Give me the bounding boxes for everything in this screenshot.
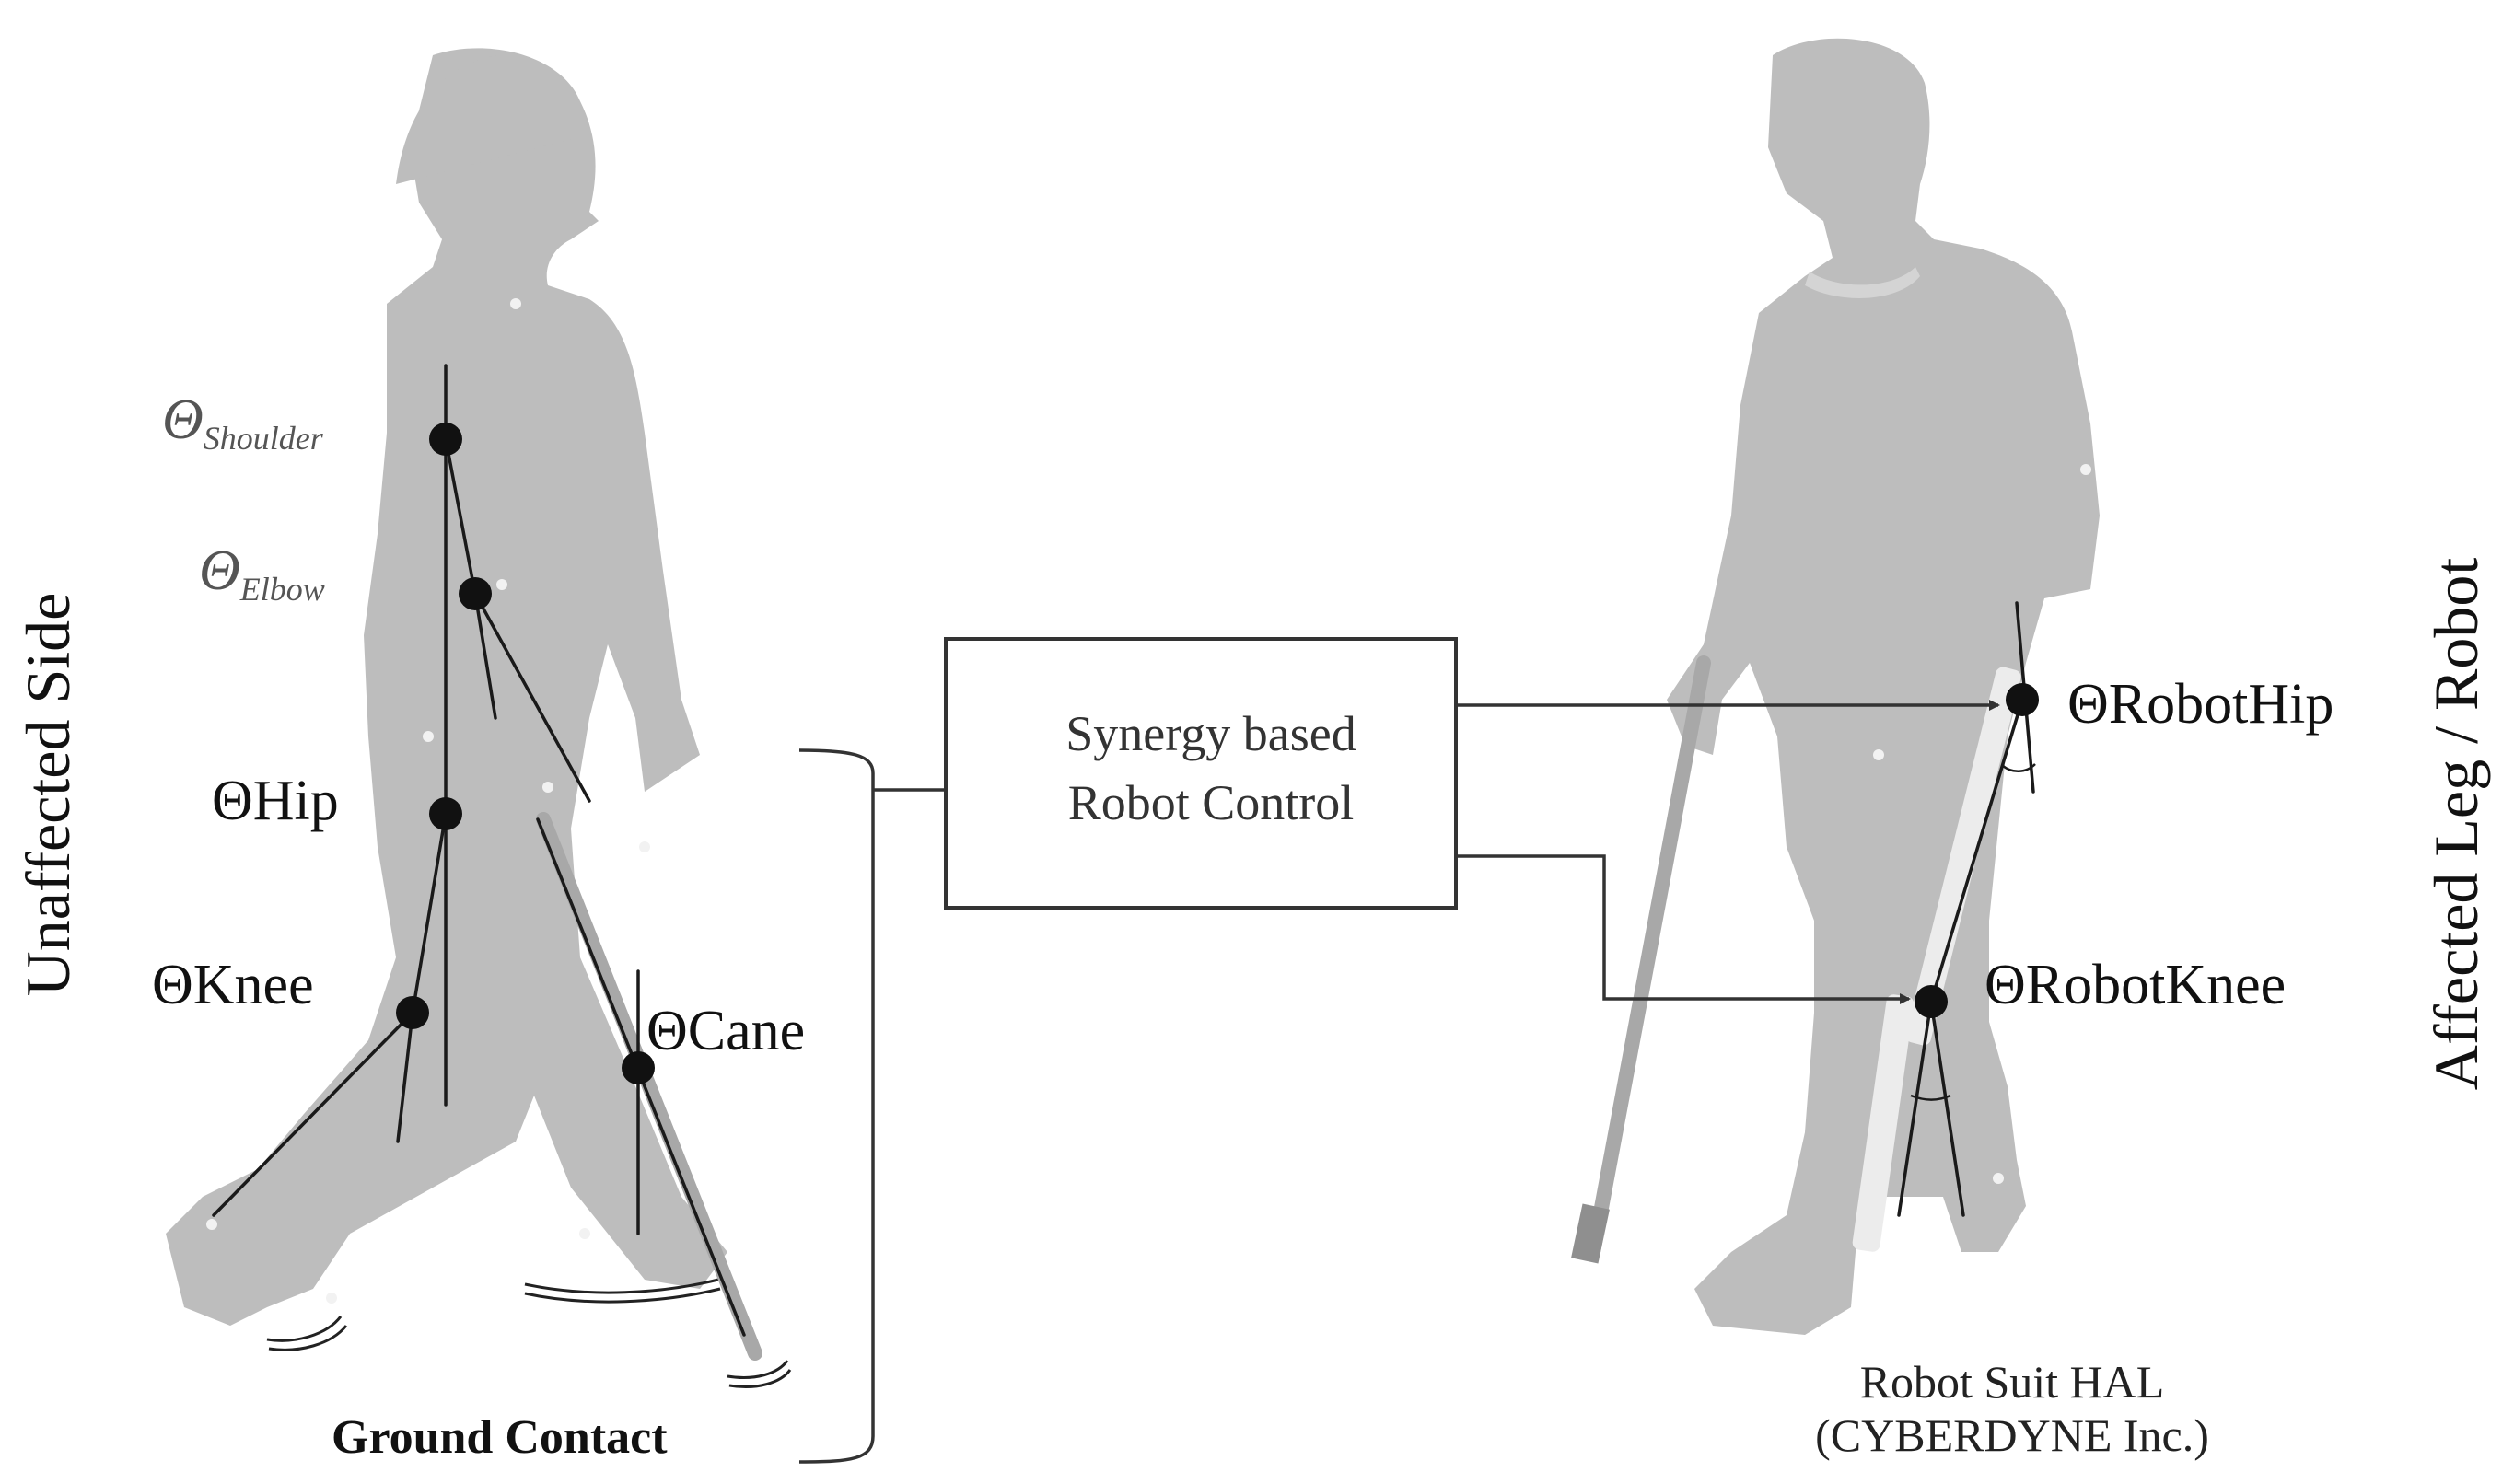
affected-leg-robot-label: Affected Leg / Robot — [2421, 558, 2491, 1091]
knee-reference-line — [396, 1011, 414, 1143]
robot-skeleton — [1897, 601, 2039, 1217]
synergy-control-box: Synergy based Robot Control — [944, 637, 1458, 910]
theta-knee-label: ΘKnee — [152, 954, 314, 1016]
elbow-joint — [459, 577, 492, 610]
control-box-line2: Robot Control — [1068, 775, 1355, 830]
credit-line2: (CYBERDYNE Inc.) — [1815, 1409, 2209, 1461]
control-box-line1: Synergy based — [1065, 706, 1356, 761]
robot-hip-joint — [2006, 683, 2039, 716]
shank-segment — [212, 1011, 414, 1217]
elbow-reference-line — [473, 592, 497, 720]
theta-cane-label: ΘCane — [646, 1000, 805, 1062]
theta-elbow-label: ΘElbow — [199, 539, 325, 608]
robot-thigh-segment — [1929, 698, 2024, 1003]
robot-knee-joint — [1915, 985, 1948, 1018]
knee-joint — [396, 996, 429, 1029]
theta-shoulder-label: ΘShoulder — [162, 388, 324, 457]
theta-robot-knee-label: ΘRobotKnee — [1984, 954, 2286, 1016]
theta-robot-hip-label: ΘRobotHip — [2067, 673, 2334, 736]
shoulder-joint — [429, 423, 462, 456]
input-brace — [798, 748, 944, 1464]
robot-knee-command-arrow — [1456, 854, 1911, 1004]
forearm-segment — [473, 592, 591, 803]
ground-contact-label: Ground Contact — [332, 1411, 668, 1464]
credit-line1: Robot Suit HAL — [1860, 1356, 2165, 1408]
upper-arm-segment — [444, 437, 477, 596]
hip-joint — [429, 797, 462, 830]
robot-knee-reference-line — [1929, 1000, 1965, 1217]
cane-joint — [622, 1051, 655, 1084]
unaffected-side-label: Unaffected Side — [13, 593, 83, 997]
left-skeleton — [212, 364, 746, 1337]
cane-silhouette — [536, 812, 762, 1361]
robot-shank-segment — [1897, 1000, 1933, 1217]
theta-hip-label: ΘHip — [212, 770, 339, 832]
thigh-segment — [411, 812, 448, 1014]
robot-suit-person-silhouette — [1571, 38, 2100, 1335]
